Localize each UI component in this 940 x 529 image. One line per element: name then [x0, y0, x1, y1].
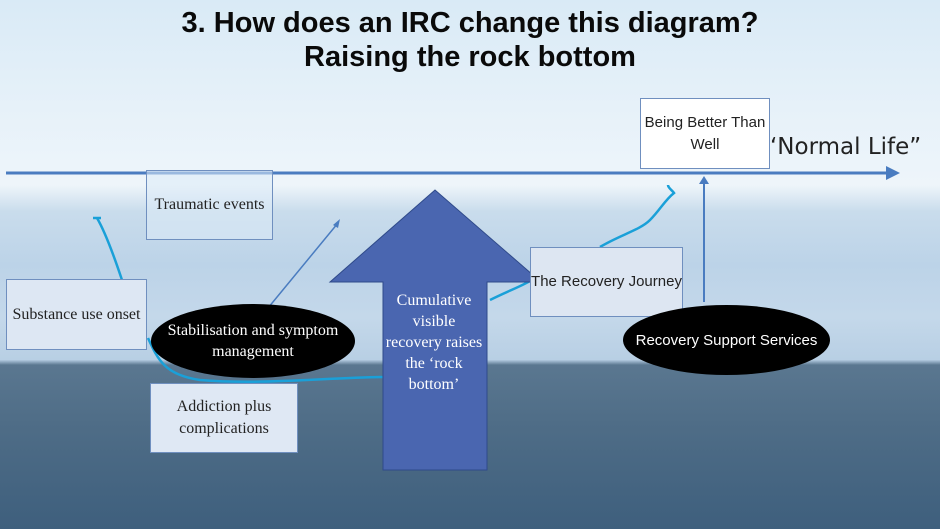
big-up-arrow — [328, 189, 543, 471]
normal-life-label: ‘Normal Life” — [770, 134, 922, 160]
being-better-than-well-box: Being Better Than Well — [640, 98, 770, 169]
addiction-complications-box: Addiction plus complications — [150, 383, 298, 453]
substance-use-onset-box: Substance use onset — [6, 279, 147, 350]
stabilisation-arrowhead — [333, 219, 340, 228]
support-arrowhead — [699, 176, 709, 184]
axis-arrowhead — [886, 166, 900, 180]
stabilisation-arrow — [267, 222, 339, 309]
big-arrow-text: Cumulative visible recovery raises the ‘… — [385, 292, 483, 393]
traumatic-events-box: Traumatic events — [146, 170, 273, 240]
slide-subtitle: Raising the rock bottom — [304, 41, 636, 73]
recovery-journey-box: The Recovery Journey — [530, 247, 683, 317]
recovery-support-ellipse: Recovery Support Services — [623, 305, 830, 375]
stabilisation-ellipse: Stabilisation and symptom management — [151, 304, 355, 378]
journey-curve-up — [599, 184, 676, 249]
onset-curve — [95, 217, 124, 281]
slide-title: 3. How does an IRC change this diagram? — [181, 7, 759, 39]
